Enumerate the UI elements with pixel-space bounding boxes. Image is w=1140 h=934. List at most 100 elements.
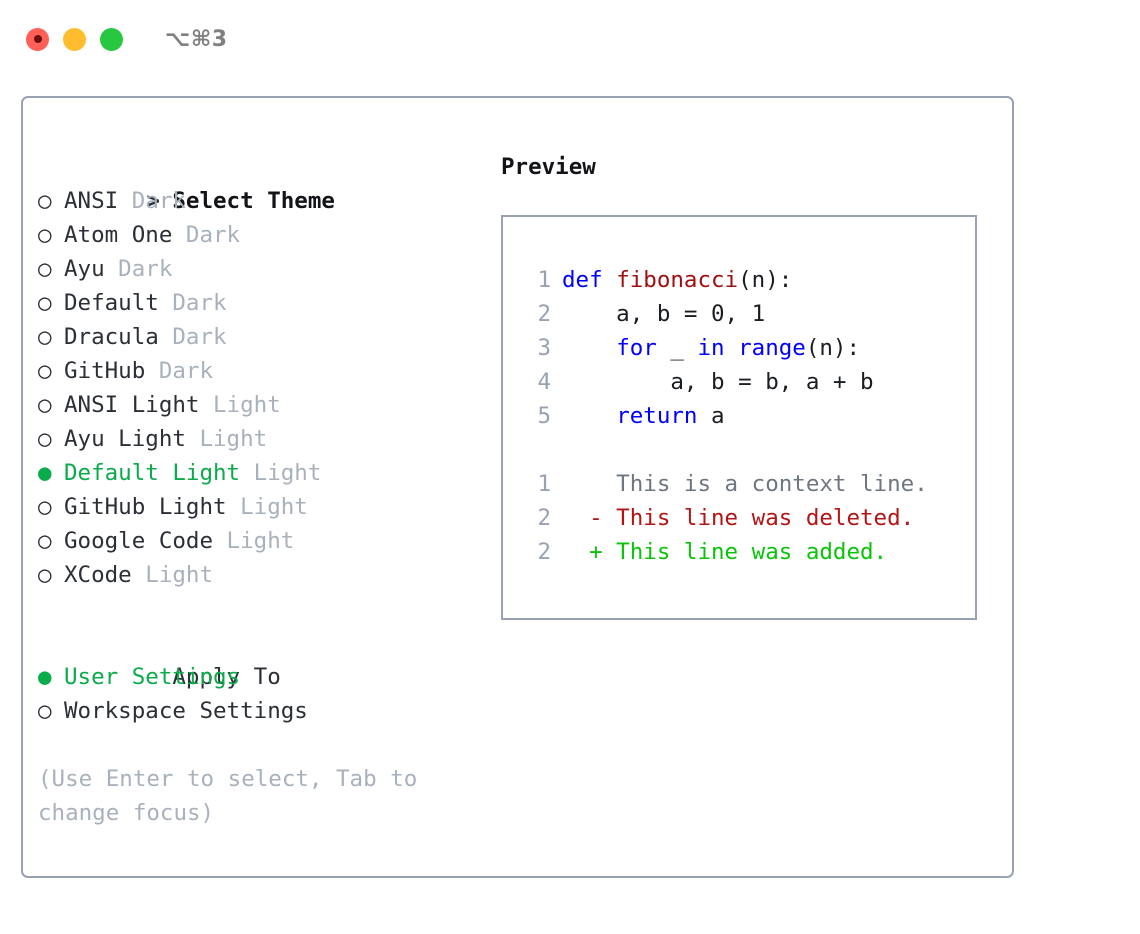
section-gap [38, 592, 488, 626]
code-token-pl [725, 335, 739, 361]
theme-option-category: Dark [172, 222, 241, 248]
theme-option-category: Dark [104, 256, 173, 282]
code-line-number: 1 [537, 267, 551, 293]
code-token-kw: def [562, 267, 603, 293]
keyboard-shortcut-label: ⌥⌘3 [165, 26, 228, 52]
code-token-fn: fibonacci [616, 267, 739, 293]
preview-title: Preview [501, 154, 596, 180]
code-token-kw: range [738, 335, 806, 361]
code-token-pl: _ [656, 335, 698, 361]
code-token-kw: in [697, 335, 725, 361]
theme-list-column: >Select Theme ○ANSI Dark○Atom One Dark○A… [38, 150, 488, 830]
diff-line-number: 2 [537, 539, 551, 565]
main-panel: >Select Theme ○ANSI Dark○Atom One Dark○A… [21, 96, 1014, 878]
theme-option-label: GitHub Light [64, 494, 227, 520]
theme-option-category: Light [226, 494, 308, 520]
theme-option-label: Default Light [64, 460, 241, 486]
code-line-4: 5 return a [519, 399, 975, 433]
theme-option-label: Ayu Light [64, 426, 186, 452]
theme-option-7[interactable]: ○Ayu Light Light [38, 422, 488, 456]
code-token-pl [603, 267, 617, 293]
zoom-button-icon[interactable] [100, 27, 123, 51]
title-bar: ⌥⌘3 [0, 0, 1140, 78]
theme-option-label: Google Code [64, 528, 214, 554]
theme-option-list: ○ANSI Dark○Atom One Dark○Ayu Dark○Defaul… [38, 184, 488, 592]
code-line-number: 5 [537, 403, 551, 429]
code-token-pl: a [697, 403, 725, 429]
theme-option-label: Atom One [64, 222, 173, 248]
code-line-2: 3 for _ in range(n): [519, 331, 975, 365]
diff-line-number: 2 [537, 505, 551, 531]
code-line-3: 4 a, b = b, a + b [519, 365, 975, 399]
radio-selected-icon: ● [38, 460, 52, 486]
code-token-pl: (n): [805, 335, 861, 361]
radio-unselected-icon: ○ [38, 222, 52, 248]
theme-option-8[interactable]: ● Default Light Light [38, 456, 488, 490]
diff-line-text-context: This is a context line. [562, 471, 928, 497]
code-token-kw: return [616, 403, 698, 429]
apply-to-option-label: Workspace Settings [64, 698, 308, 724]
theme-option-1[interactable]: ○ Atom One Dark [38, 218, 488, 252]
apply-to-heading-label: Apply To [172, 664, 281, 690]
diff-line-text-added: + This line was added. [562, 539, 888, 565]
theme-option-5[interactable]: ○GitHub Dark [38, 354, 488, 388]
radio-unselected-icon: ○ [38, 358, 52, 384]
code-line-1: 2 a, b = 0, 1 [519, 297, 975, 331]
code-line-text: for _ in range(n): [562, 335, 860, 361]
diff-sample: 1 This is a context line.2 - This line w… [519, 467, 975, 569]
code-line-text: a, b = 0, 1 [562, 301, 765, 327]
theme-option-label: Default [64, 290, 159, 316]
code-token-pl [562, 403, 616, 429]
apply-to-option-1[interactable]: ○ Workspace Settings [38, 694, 488, 728]
theme-option-11[interactable]: ○XCode Light [38, 558, 488, 592]
prompt-caret-icon: > [146, 188, 160, 214]
theme-option-label: XCode [64, 562, 132, 588]
diff-line-1: 2 - This line was deleted. [519, 501, 975, 535]
theme-option-0[interactable]: ○ANSI Dark [38, 184, 488, 218]
hint-gap [38, 728, 488, 762]
code-line-number: 2 [537, 301, 551, 327]
radio-selected-icon: ● [38, 664, 52, 690]
radio-unselected-icon: ○ [38, 426, 52, 452]
theme-option-3[interactable]: ○ Default Dark [38, 286, 488, 320]
theme-option-label: GitHub [64, 358, 146, 384]
code-line-0: 1 def fibonacci(n): [519, 263, 975, 297]
radio-unselected-icon: ○ [38, 324, 52, 350]
theme-option-10[interactable]: ○ Google Code Light [38, 524, 488, 558]
theme-option-6[interactable]: ○ANSI Light Light [38, 388, 488, 422]
code-token-kw: for [616, 335, 657, 361]
radio-unselected-icon: ○ [38, 494, 52, 520]
theme-option-9[interactable]: ○ GitHub Light Light [38, 490, 488, 524]
close-inner-dot [33, 35, 42, 43]
code-token-pl: a, b = b, a + b [562, 369, 874, 395]
theme-option-label: ANSI [64, 188, 119, 214]
diff-line-0: 1 This is a context line. [519, 467, 975, 501]
apply-to-heading: Apply To [38, 626, 488, 690]
diff-line-number: 1 [537, 471, 551, 497]
theme-option-category: Light [213, 528, 295, 554]
theme-option-category: Dark [158, 324, 227, 350]
diff-line-2: 2 + This line was added. [519, 535, 975, 569]
apply-to-option-0[interactable]: ● User Settings [38, 660, 488, 694]
radio-unselected-icon: ○ [38, 528, 52, 554]
theme-option-category: Light [199, 392, 281, 418]
theme-option-category: Light [131, 562, 214, 588]
close-button-icon[interactable] [26, 27, 49, 51]
window-controls [26, 27, 123, 51]
theme-option-category: Dark [158, 290, 227, 316]
theme-option-label: Ayu [64, 256, 105, 282]
minimize-button-icon[interactable] [63, 27, 86, 51]
code-token-pl: (n): [738, 267, 793, 293]
apply-to-option-label: User Settings [64, 664, 241, 690]
radio-unselected-icon: ○ [38, 290, 52, 316]
theme-option-4[interactable]: ○Dracula Dark [38, 320, 488, 354]
theme-option-category: Light [240, 460, 322, 486]
code-token-pl [562, 335, 616, 361]
code-diff-gap [519, 433, 975, 467]
radio-unselected-icon: ○ [38, 698, 52, 724]
theme-option-2[interactable]: ○Ayu Dark [38, 252, 488, 286]
